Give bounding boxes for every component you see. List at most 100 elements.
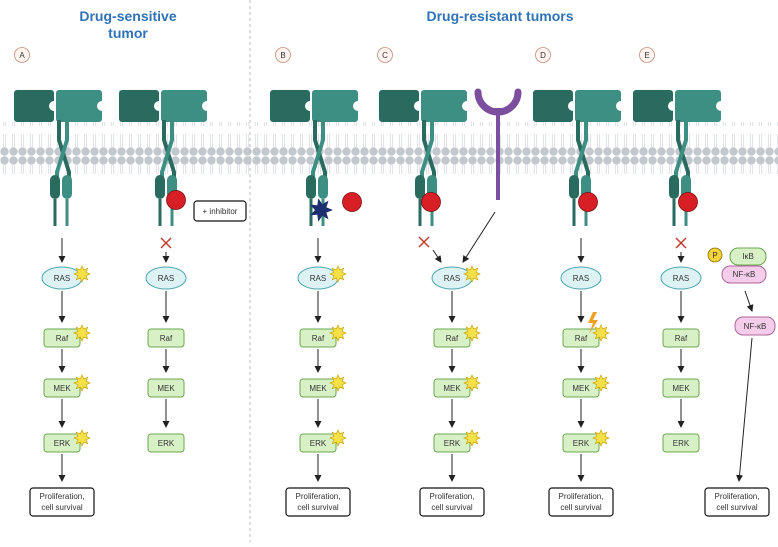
mek-node [147, 378, 185, 398]
erk-active-star-icon [592, 429, 610, 447]
panel-letter: D [540, 51, 546, 60]
ras-active-star-icon [463, 265, 481, 283]
ikb-node [729, 247, 767, 266]
cell-membrane [0, 122, 778, 174]
inhibitor-drug-icon [578, 192, 598, 212]
raf-label: Raf [160, 334, 173, 343]
ras-label: RAS [158, 274, 174, 283]
ras-label: RAS [444, 274, 460, 283]
panel-letter-badge [14, 47, 30, 63]
mek-active-star-icon [329, 374, 347, 392]
panel-letter-badge [377, 47, 393, 63]
erk-label: ERK [158, 439, 175, 448]
raf-label: Raf [56, 334, 69, 343]
erk-node [299, 433, 337, 453]
erk-label: ERK [673, 439, 690, 448]
ras-label: RAS [573, 274, 589, 283]
ras-label: RAS [54, 274, 70, 283]
panel-letter: A [19, 51, 25, 60]
output-box [704, 487, 770, 517]
erk-active-star-icon [463, 429, 481, 447]
arrow-bypass-ras [462, 211, 496, 263]
raf-label: Raf [312, 334, 325, 343]
inhibitor-label-box [193, 200, 247, 222]
raf-active-star-icon [592, 324, 610, 342]
mek-label: MEK [53, 384, 71, 393]
output-line1: Proliferation, [296, 492, 341, 501]
erk-node [43, 433, 81, 453]
raf-node [43, 328, 81, 348]
raf-node [662, 328, 700, 348]
output-line2: cell survival [297, 503, 339, 512]
raf-node [299, 328, 337, 348]
raf-active-star-icon [329, 324, 347, 342]
inhibitor-drug-icon [342, 192, 362, 212]
ras-active-star-icon [329, 265, 347, 283]
inhibitor-drug-icon [678, 192, 698, 212]
erk-node [147, 433, 185, 453]
mek-node [662, 378, 700, 398]
erk-label: ERK [310, 439, 327, 448]
arrow-nfkb-release [744, 290, 754, 312]
output-box [548, 487, 614, 517]
raf-node [147, 328, 185, 348]
ras-label: RAS [310, 274, 326, 283]
erk-active-star-icon [329, 429, 347, 447]
mek-active-star-icon [463, 374, 481, 392]
panel-letter-badge [639, 47, 655, 63]
phospho-label: P [712, 251, 717, 260]
header-sensitive-line1: Drug-sensitive [79, 8, 176, 24]
output-box [29, 487, 95, 517]
erk-active-star-icon [73, 429, 91, 447]
mek-label: MEK [672, 384, 690, 393]
erk-label: ERK [54, 439, 71, 448]
ras-active-star-icon [73, 265, 91, 283]
inhibitor-drug-icon [166, 190, 186, 210]
ikb-label: IκB [742, 252, 754, 261]
raf-active-star-icon [73, 324, 91, 342]
output-line1: Proliferation, [559, 492, 604, 501]
output-line2: cell survival [431, 503, 473, 512]
mek-node [43, 378, 81, 398]
nfkb-complex-label: NF-κB [733, 270, 756, 279]
mek-label: MEK [572, 384, 590, 393]
rtk-receptor-icon [119, 90, 207, 226]
raf-label: Raf [675, 334, 688, 343]
raf-node [562, 328, 600, 348]
mek-active-star-icon [73, 374, 91, 392]
erk-node [433, 433, 471, 453]
output-line2: cell survival [560, 503, 602, 512]
output-line1: Proliferation, [40, 492, 85, 501]
output-line1: Proliferation, [715, 492, 760, 501]
mek-node [562, 378, 600, 398]
panel-letter: B [280, 51, 285, 60]
header-sensitive-line2: tumor [108, 25, 148, 41]
rtk-receptor-icon [379, 90, 467, 226]
panel-letter: C [382, 51, 388, 60]
erk-label: ERK [573, 439, 590, 448]
output-line2: cell survival [716, 503, 758, 512]
arrow-blocked [432, 249, 442, 263]
ras-label: RAS [673, 274, 689, 283]
erk-node [562, 433, 600, 453]
blocked-x-icon [675, 237, 687, 249]
panel-letter-badge [275, 47, 291, 63]
inhibitor-label: + inhibitor [203, 207, 238, 216]
panel-letter-badge [535, 47, 551, 63]
nfkb-node [734, 316, 776, 336]
mek-label: MEK [309, 384, 327, 393]
inhibitor-drug-icon [421, 192, 441, 212]
mek-node [299, 378, 337, 398]
raf-node [433, 328, 471, 348]
receptor-mutation-icon [310, 198, 333, 222]
raf-active-star-icon [463, 324, 481, 342]
blocked-x-icon [418, 236, 430, 248]
mek-active-star-icon [592, 374, 610, 392]
